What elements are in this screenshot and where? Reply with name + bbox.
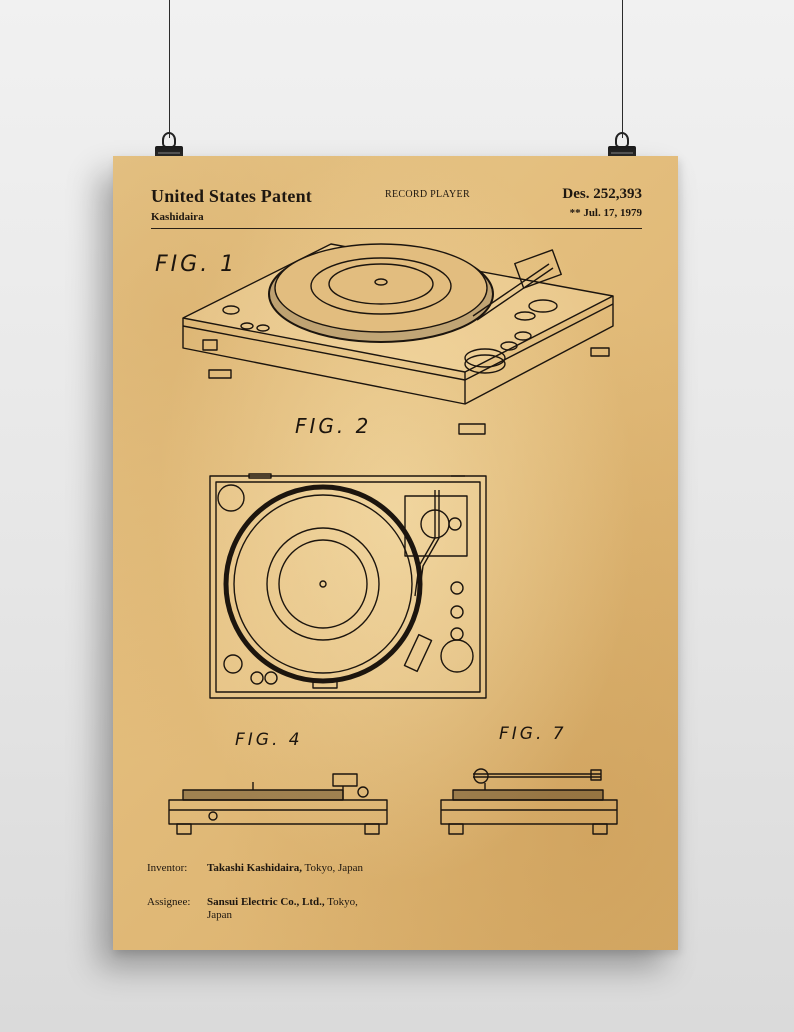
assignee-line: Assignee: Sansui Electric Co., Ltd., Toky…	[147, 896, 377, 922]
inventor-line: Inventor: Takashi Kashidaira, Tokyo, Japa…	[147, 862, 377, 875]
assignee-name: Sansui Electric Co., Ltd.,	[207, 896, 325, 908]
assignee-label: Assignee:	[147, 896, 191, 908]
assignee-country: Japan	[207, 909, 233, 921]
patent-drawings	[168, 243, 618, 835]
patent-title: United States Patent	[151, 186, 312, 206]
fig2-top-view-drawing	[209, 473, 487, 699]
header-rule	[151, 228, 642, 229]
inventor-name: Takashi Kashidaira,	[207, 862, 302, 874]
fig1-label: FIG. 1	[155, 252, 238, 277]
patent-subject: RECORD PLAYER	[385, 189, 470, 200]
inventor-place: Tokyo, Japan	[301, 862, 364, 874]
header-inventor: Kashidaira	[151, 211, 204, 223]
fig4-side-view-drawing	[168, 773, 388, 835]
inventor-label: Inventor:	[147, 862, 188, 874]
header-right: Des. 252,393 ** Jul. 17, 1979	[562, 186, 642, 219]
fig4-label: FIG. 4	[235, 730, 303, 750]
fig2-label: FIG. 2	[295, 414, 372, 438]
fig1-turntable-drawing	[182, 243, 614, 435]
fig7-label: FIG. 7	[499, 724, 567, 744]
patent-poster: United States Patent Kashidaira RECORD P…	[113, 156, 678, 950]
patent-date: ** Jul. 17, 1979	[569, 207, 642, 219]
header-left: United States Patent Kashidaira	[151, 186, 312, 223]
fig7-side-view-drawing	[440, 768, 618, 835]
assignee-place: Tokyo,	[324, 896, 358, 908]
patent-number: Des. 252,393	[562, 186, 642, 202]
hanging-wire-right	[622, 0, 623, 138]
hanging-wire-left	[169, 0, 170, 138]
